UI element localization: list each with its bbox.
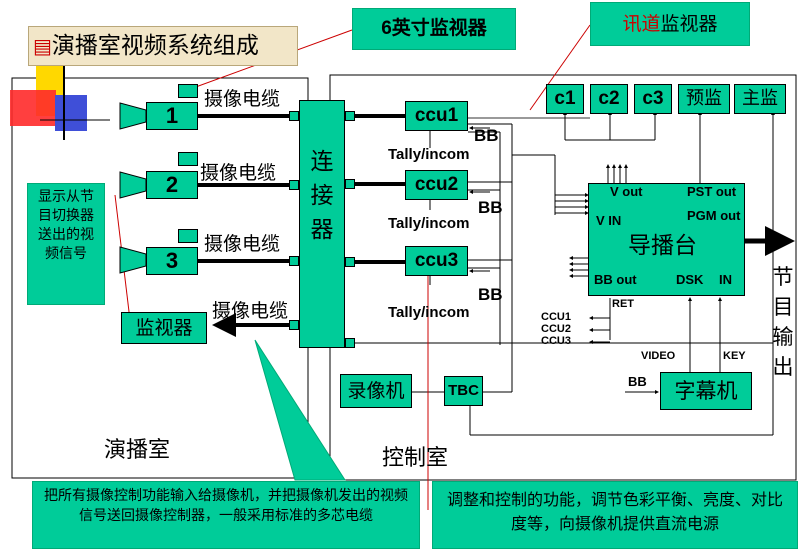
switcher-in-label: IN (719, 272, 732, 287)
camera-2-viewfinder (178, 152, 198, 166)
ccu-note: 调整和控制的功能，调节色彩平衡、亮度、对比度等，向摄像机提供直流电源 (432, 481, 798, 549)
switcher-pgmout-label: PGM out (687, 208, 741, 223)
switcher-pstout-label: PST out (687, 184, 737, 199)
ccu-3: ccu3 (405, 246, 468, 276)
connector-port (289, 111, 299, 121)
doc-icon: ▤ (33, 34, 52, 58)
camera-2: 2 (146, 171, 198, 199)
camera-3-viewfinder (178, 229, 198, 243)
vtr: 录像机 (340, 374, 412, 408)
monitor-program: 主监 (734, 84, 786, 114)
switcher-bbout-label: BB out (594, 272, 637, 287)
caption-key-label: KEY (723, 350, 746, 362)
program-output-label: 节目输出 (772, 265, 794, 379)
tbc: TBC (444, 376, 483, 406)
monitor-c2: c2 (590, 84, 628, 114)
caption-bb-label: BB (628, 374, 647, 389)
monitor-cable-label: 摄像电缆 (212, 300, 289, 322)
ccu-2: ccu2 (405, 170, 468, 200)
control-room-label: 控制室 (382, 446, 449, 471)
ccu-tally-label: Tally/incom (388, 146, 470, 163)
monitor6-callout: 6英寸监视器 (352, 8, 516, 50)
camera-cable-label: 摄像电缆 (200, 162, 277, 184)
connector-port (289, 320, 299, 330)
camera-1-viewfinder (178, 84, 198, 98)
ccu-return-list: CCU1 CCU2 CCU3 (541, 311, 571, 347)
camera-cable-label: 摄像电缆 (204, 88, 281, 110)
cable-note: 把所有摄像控制功能输入给摄像机，并把摄像机发出的视频信号送回摄像控制器，一般采用… (32, 481, 420, 549)
ccu-bb-label: BB (478, 285, 503, 304)
caption-generator: 字幕机 (660, 372, 752, 410)
studio-note: 显示从节目切换器送出的视频信号 (27, 183, 105, 305)
ccu-tally-label: Tally/incom (388, 215, 470, 232)
switcher-vin-label: V IN (596, 213, 622, 228)
switcher-title: 导播台 (628, 233, 697, 259)
connector-port (345, 257, 355, 267)
ccu-1: ccu1 (405, 101, 468, 131)
ccu-tally-label: Tally/incom (388, 304, 470, 321)
connector-port (345, 338, 355, 348)
ccu-bb-label: BB (478, 198, 503, 217)
monitor-c3: c3 (634, 84, 672, 114)
camera-1: 1 (146, 102, 198, 130)
camera-cable-label: 摄像电缆 (204, 233, 281, 255)
connector-port (289, 180, 299, 190)
caption-video-label: VIDEO (641, 350, 676, 362)
connector: 连接器 (299, 100, 345, 348)
studio-room-label: 演播室 (104, 438, 171, 463)
connector-port (345, 179, 355, 189)
camera-3: 3 (146, 247, 198, 275)
switcher-dsk-label: DSK (676, 272, 704, 287)
page-title: ▤演播室视频系统组成 (28, 26, 298, 66)
monitor-preview: 预监 (678, 84, 730, 114)
switcher-ret-label: RET (612, 298, 634, 310)
switcher-vout-label: V out (610, 184, 643, 199)
connector-port (345, 111, 355, 121)
switcher (588, 183, 745, 296)
connector-port (289, 256, 299, 266)
studio-monitor: 监视器 (121, 312, 207, 344)
ccu-bb-label: BB (474, 126, 499, 145)
talkback-monitor-callout: 讯道监视器 (590, 2, 750, 46)
monitor-c1: c1 (546, 84, 584, 114)
